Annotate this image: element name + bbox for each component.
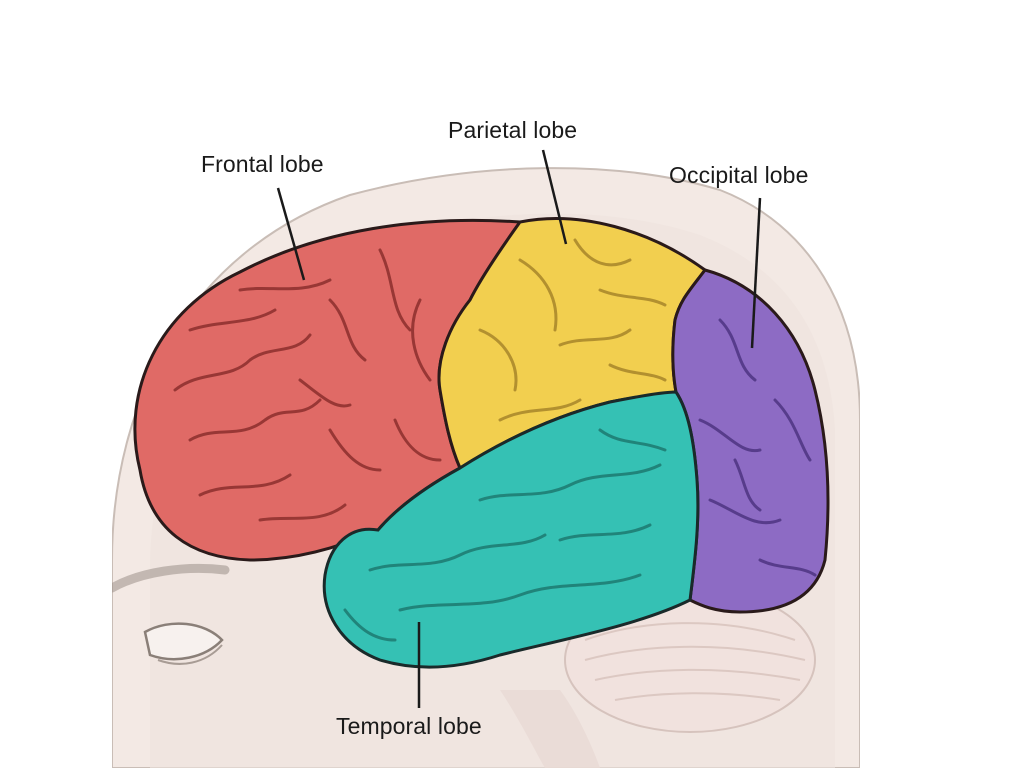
parietal-lobe-label: Parietal lobe bbox=[448, 117, 577, 144]
occipital-lobe-label: Occipital lobe bbox=[669, 162, 808, 189]
frontal-lobe-label: Frontal lobe bbox=[201, 151, 324, 178]
temporal-lobe-label: Temporal lobe bbox=[336, 713, 482, 740]
